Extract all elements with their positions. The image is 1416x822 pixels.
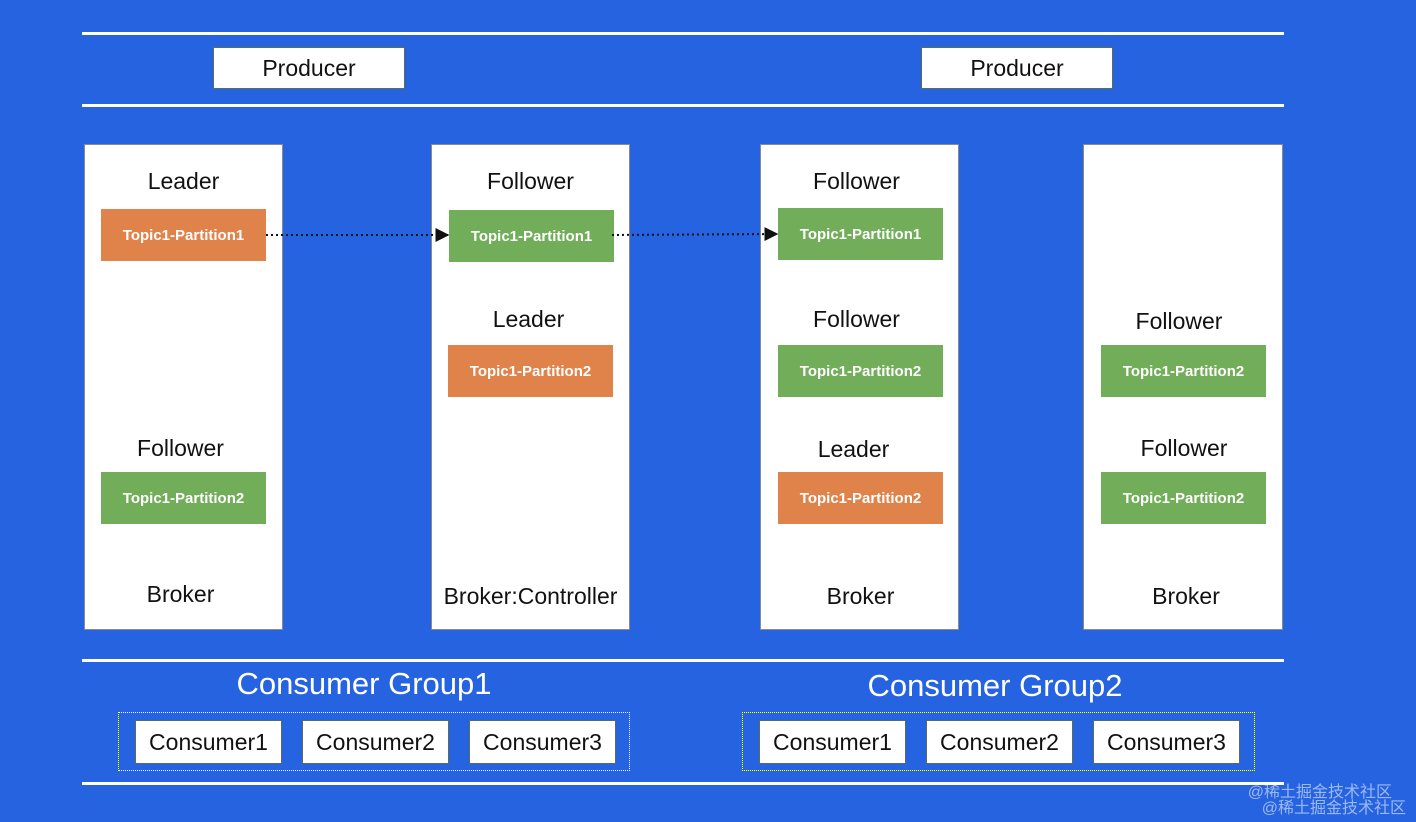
consumer-box: Consumer1 — [759, 720, 906, 764]
broker-label: Broker — [826, 583, 895, 609]
broker-label: Broker — [146, 581, 215, 607]
role-label: Leader — [492, 306, 565, 332]
role-label: Follower — [813, 306, 900, 332]
partition-follower: Topic1-Partition2 — [1101, 345, 1266, 397]
consumer-box: Consumer3 — [469, 720, 616, 764]
producer-box-2: Producer — [921, 47, 1113, 89]
broker-label: Broker — [1152, 583, 1220, 609]
producer-box-1: Producer — [213, 47, 405, 89]
partition-leader: Topic1-Partition2 — [448, 345, 613, 397]
bottom-divider — [82, 782, 1284, 785]
consumer-group-1-box — [118, 712, 630, 771]
partition-follower: Topic1-Partition2 — [778, 345, 943, 397]
role-label: Follower — [1135, 308, 1223, 334]
partition-follower: Topic1-Partition1 — [449, 210, 614, 262]
watermark-text: @稀土掘金技术社区 — [1247, 784, 1392, 801]
partition-follower: Topic1-Partition2 — [1101, 472, 1266, 524]
broker-label: Broker:Controller — [443, 583, 618, 609]
role-label: Leader — [147, 168, 220, 194]
consumer-box: Consumer3 — [1093, 720, 1240, 764]
broker-3: Follower Topic1-Partition1 Follower Topi… — [760, 144, 959, 630]
partition-leader: Topic1-Partition2 — [778, 472, 943, 524]
role-label: Leader — [817, 436, 890, 462]
consumer-box: Consumer1 — [135, 720, 282, 764]
consumer-divider — [82, 659, 1284, 662]
broker-4: Follower Topic1-Partition2 Follower Topi… — [1083, 144, 1283, 630]
partition-follower: Topic1-Partition2 — [101, 472, 266, 524]
consumer-box: Consumer2 — [926, 720, 1073, 764]
partition-follower: Topic1-Partition1 — [778, 208, 943, 260]
role-label: Follower — [487, 168, 574, 194]
watermark-text: @稀土掘金技术社区 — [1261, 800, 1406, 817]
consumer-group-2-box — [742, 712, 1255, 771]
broker-2-controller: Follower Topic1-Partition1 Leader Topic1… — [431, 144, 630, 630]
consumer-box: Consumer2 — [302, 720, 449, 764]
producer-divider — [82, 104, 1284, 107]
partition-leader: Topic1-Partition1 — [101, 209, 266, 261]
role-label: Follower — [813, 168, 900, 194]
top-divider — [82, 32, 1284, 35]
replication-arrow-2 — [611, 227, 779, 242]
role-label: Follower — [1140, 435, 1228, 461]
broker-1: Leader Topic1-Partition1 Follower Topic1… — [84, 144, 283, 630]
consumer-group-1-title: Consumer Group1 — [236, 666, 492, 701]
consumer-group-2-title: Consumer Group2 — [867, 668, 1123, 703]
role-label: Follower — [137, 435, 224, 461]
